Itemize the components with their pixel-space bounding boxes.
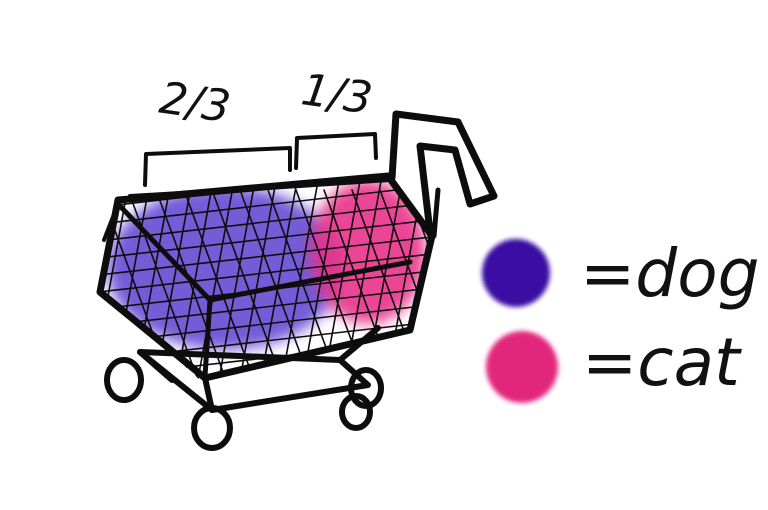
bracket-dog (143, 146, 292, 187)
legend-label-dog: =dog (580, 235, 759, 312)
bracket-cat (294, 132, 378, 170)
cart-basket (96, 172, 436, 382)
legend-dot-cat (486, 331, 558, 403)
cart-wheels (104, 357, 384, 451)
cart-frame (137, 325, 381, 413)
wheel-front-left (191, 405, 233, 451)
fraction-label-dog: 2/3 (156, 73, 233, 133)
wheel-back-left (104, 357, 144, 403)
fraction-label-cat: 1/3 (298, 64, 375, 124)
legend-label-cat: =cat (582, 324, 742, 401)
cart-handle (388, 110, 498, 239)
legend-dot-dog (482, 239, 550, 307)
wheel-front-right (339, 393, 373, 431)
legend: =dog =cat (482, 235, 759, 403)
